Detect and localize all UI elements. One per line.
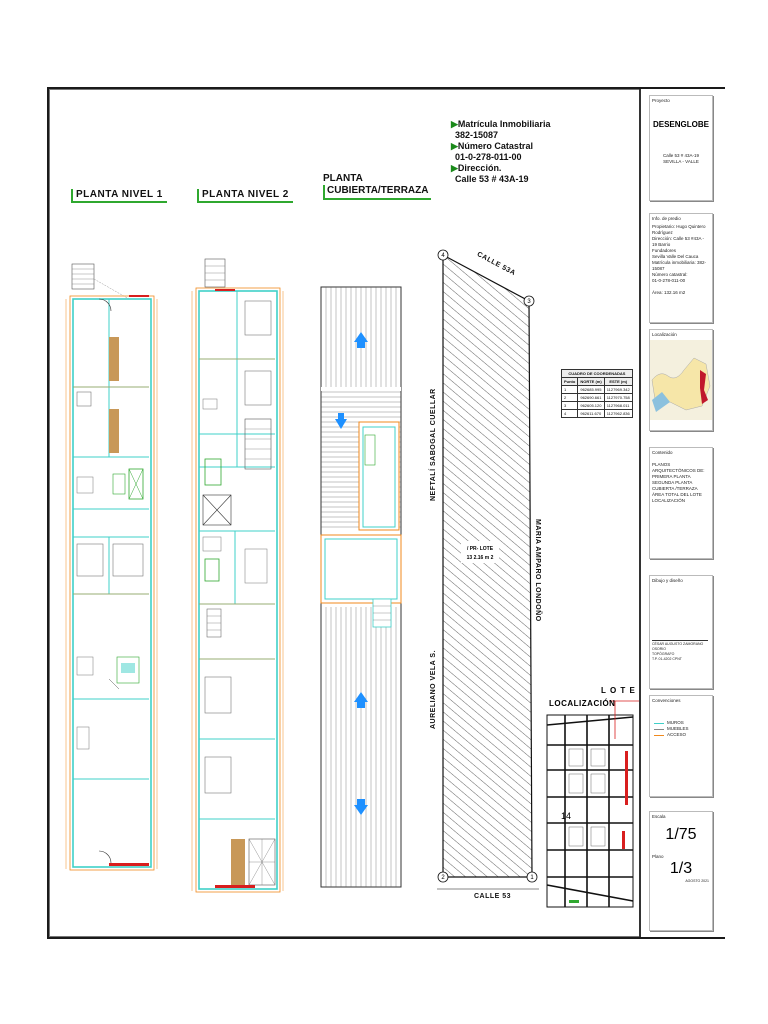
- matricula-label: Matrícula Inmobiliaria: [457, 119, 551, 129]
- contenido-line: PRIMERA PLANTA: [652, 474, 691, 479]
- contenido-line: PLANOS ARQUITECTÓNICOS DE:: [652, 462, 705, 473]
- street-aureliano: AURELIANO VELA S.: [430, 649, 437, 729]
- panel-escala: Escala 1/75 Plano 1/3 AGOSTO 2021: [649, 811, 713, 931]
- sheet-number: 1/3: [669, 860, 693, 877]
- plan-roof-title: PLANTA CUBIERTA/TERRAZA: [323, 173, 432, 200]
- project-name: DESENGLOBE: [652, 120, 709, 129]
- convention-acceso: ACCESO: [654, 732, 710, 738]
- coord-header: ESTE (m): [603, 377, 633, 386]
- info-line: Número catastral:: [652, 272, 688, 277]
- contenido-label: Contenido: [652, 450, 673, 455]
- lot-area-label: / PR- LOTE: [467, 546, 494, 552]
- property-notes: ▶Matrícula Inmobiliaria 382-15087 ▶Númer…: [451, 119, 551, 184]
- panel-contenido: Contenido PLANOS ARQUITECTÓNICOS DE: PRI…: [649, 447, 713, 559]
- info-line: Propietario: Hugo Quintero Rodríguez: [652, 224, 706, 235]
- plano-label: Plano: [652, 854, 664, 859]
- panel-dibujo: Dibujo y diseño CÉSAR AUGUSTO ZAMORANO O…: [649, 575, 713, 689]
- lot-area-value: 13 2.16 m 2: [467, 555, 494, 561]
- plan-level2-title: PLANTA NIVEL 2: [197, 189, 293, 203]
- lot-drawing: 4 3 2 1 / PR- LOTE 13 2.16 m 2: [437, 249, 539, 890]
- street-maria-amparo: MARIA AMPARO LONDOÑO: [534, 519, 541, 622]
- escala-label: Escala: [652, 814, 666, 819]
- plan-level1-title: PLANTA NIVEL 1: [71, 189, 167, 203]
- info-line: Sevilla Valle Del Cauca: [652, 254, 699, 259]
- corner-2: 2: [441, 875, 445, 881]
- coord-header: NORTE (m): [577, 377, 605, 386]
- direccion-value: Calle 53 # 43A-19: [455, 174, 529, 184]
- designer-name: CÉSAR AUGUSTO ZAMORANO OSORIO: [652, 642, 704, 651]
- panel-info: Info. de predio Propietario: Hugo Quinte…: [649, 213, 713, 323]
- plan-level1: [65, 263, 158, 871]
- info-line: Fundadores: [652, 248, 677, 253]
- drawing-sheet: PLANTA NIVEL 1 PLANTA NIVEL 2 PLANTA CUB…: [47, 87, 725, 939]
- info-lines: Propietario: Hugo Quintero Rodríguez Dir…: [650, 224, 712, 296]
- panel-localizacion: Localización: [649, 329, 713, 431]
- dibujo-label: Dibujo y diseño: [652, 578, 683, 583]
- coordinates-table-title: CUADRO DE COORDENADAS: [561, 369, 633, 378]
- info-line: 01-0-278-011-00: [652, 278, 686, 283]
- info-line: Área: 132.16 m2: [652, 290, 686, 295]
- info-line: Matrícula inmobiliaria: 382-15087: [652, 260, 707, 271]
- scale-value: 1/75: [665, 826, 697, 843]
- coord-header: Punto: [560, 377, 579, 386]
- location-map: 14: [546, 714, 634, 908]
- region-map: [650, 340, 712, 420]
- coordinates-table: CUADRO DE COORDENADAS Punto NORTE (m) ES…: [560, 369, 633, 418]
- panel-project: Proyecto DESENGLOBE Calle 53 # 43A-19 SE…: [649, 95, 713, 201]
- info-label: Info. de predio: [652, 216, 681, 221]
- designer-role: TOPÓGRAFO: [652, 652, 675, 656]
- direccion-label: Dirección.: [457, 163, 502, 173]
- corner-1: 1: [530, 875, 534, 881]
- floor-plans-drawing: 4 3 2 1 / PR- LOTE 13 2.16 m 2: [65, 249, 639, 908]
- catastral-value: 01-0-278-011-00: [455, 152, 522, 162]
- convenciones-label: Convenciones: [652, 698, 681, 703]
- sheet-date: AGOSTO 2021: [685, 879, 709, 883]
- map-block-number: 14: [561, 811, 571, 821]
- plan-roof: [320, 286, 402, 888]
- contenido-line: ÁREA TOTAL DEL LOTE: [652, 492, 702, 497]
- convention-muros: MUROS: [654, 720, 710, 726]
- corner-3: 3: [527, 299, 531, 305]
- plan-roof-title-line2: CUBIERTA/TERRAZA: [323, 185, 432, 200]
- panel-convenciones: Convenciones MUROS MUEBLES ACCESO: [649, 695, 713, 797]
- catastral-label: Número Catastral: [457, 141, 533, 151]
- info-line: Dirección: Calle 53 #43A - 19 Barrio: [652, 236, 705, 247]
- matricula-value: 382-15087: [455, 130, 499, 140]
- designer-license: T.P. 01-4202 CPNT: [652, 657, 682, 661]
- lote-label: L O T E: [601, 686, 636, 695]
- street-calle-53: CALLE 53: [474, 893, 512, 900]
- corner-4: 4: [441, 253, 445, 259]
- proyecto-label: Proyecto: [652, 98, 670, 103]
- contenido-line: SEGUNDA PLANTA: [652, 480, 693, 485]
- street-neftali: NEFTALÍ SABOGAL CUELLAR: [430, 388, 437, 501]
- title-block: Proyecto DESENGLOBE Calle 53 # 43A-19 SE…: [639, 89, 725, 937]
- contenido-line: CUBIERTA /TERRAZA: [652, 486, 698, 491]
- plan-level2: [191, 258, 284, 893]
- localizacion-label: Localización: [652, 332, 677, 337]
- project-address-2: SEVILLA - VALLE: [663, 159, 699, 164]
- location-title: LOCALIZACIÓN: [549, 699, 616, 708]
- convention-muebles: MUEBLES: [654, 726, 710, 732]
- plan-roof-title-line1: PLANTA: [323, 173, 363, 184]
- contenido-line: LOCALIZACIÓN: [652, 498, 686, 503]
- project-address-1: Calle 53 # 43A-19: [662, 153, 700, 158]
